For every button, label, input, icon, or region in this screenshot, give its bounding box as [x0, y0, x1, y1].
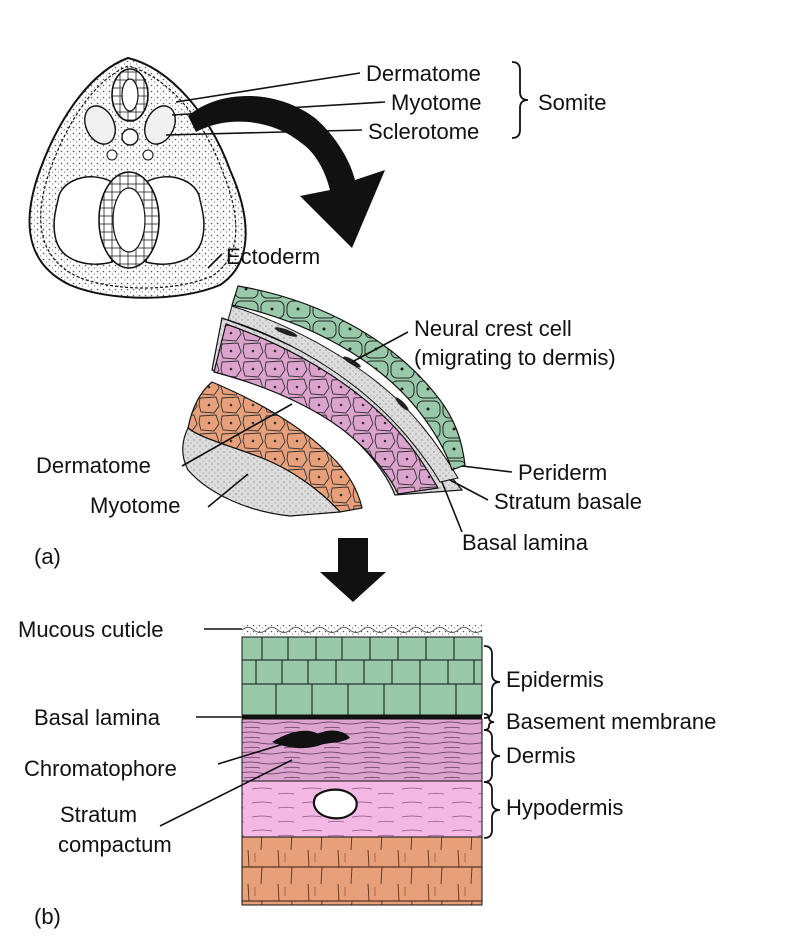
big-curved-arrow	[188, 96, 385, 248]
neural-crest-cell	[274, 327, 298, 337]
label-neural-crest-1: Neural crest cell	[414, 316, 572, 341]
somite-left	[84, 105, 116, 145]
label-dermatome-section: Dermatome	[36, 453, 151, 478]
stratum-basale-leader	[449, 479, 489, 501]
label-hypodermis: Hypodermis	[506, 795, 623, 820]
hypodermis-brace	[483, 781, 501, 839]
label-stratum-1: Stratum	[60, 802, 137, 827]
epidermis-cells	[242, 637, 482, 715]
down-arrow	[320, 538, 386, 602]
green-ectoderm-layer	[231, 285, 466, 471]
label-periderm: Periderm	[518, 460, 607, 485]
panel-b-letter: (b)	[34, 904, 61, 929]
mucous-cuticle	[242, 625, 482, 637]
somite-brace	[511, 61, 529, 139]
label-basement-membrane: Basement membrane	[506, 709, 716, 734]
developing-skin-section	[182, 285, 466, 517]
muscle-layer	[241, 836, 483, 906]
label-myotome-top: Myotome	[391, 90, 481, 115]
ectoderm-layer	[40, 65, 237, 289]
label-basal-lamina: Basal lamina	[34, 705, 161, 730]
stratum-compactum-leader	[159, 759, 293, 827]
label-stratum-basale: Stratum basale	[494, 489, 642, 514]
neural-crest-cell	[395, 397, 409, 411]
epidermis-brace	[483, 645, 501, 719]
blood-vessel	[312, 788, 358, 820]
neural-tube-lumen	[121, 78, 139, 112]
chromatophore-leader	[217, 741, 291, 765]
label-ectoderm: Ectoderm	[226, 244, 320, 269]
notochord	[121, 128, 139, 146]
epidermis-layer	[241, 636, 483, 716]
dermatome-leader	[175, 72, 361, 103]
dermis-layer	[241, 718, 483, 782]
label-stratum-2: compactum	[58, 832, 172, 857]
label-somite: Somite	[538, 90, 606, 115]
label-dermatome-top: Dermatome	[366, 61, 481, 86]
dorsal-aorta-right	[142, 149, 154, 161]
myotome-section-leader	[207, 473, 249, 508]
panel-a-letter: (a)	[34, 544, 61, 569]
hypodermis-layer	[241, 780, 483, 838]
dermis-brace	[483, 729, 501, 783]
mature-skin-block	[241, 625, 483, 906]
ectoderm-leader	[207, 253, 223, 269]
basement-brace	[483, 713, 495, 731]
coelom-cavity	[53, 176, 205, 265]
label-sclerotome: Sclerotome	[368, 119, 479, 144]
label-myotome-section: Myotome	[90, 493, 180, 518]
dermatome-section-leader	[181, 403, 293, 467]
dorsal-aorta-left	[106, 149, 118, 161]
label-basal-lamina-section: Basal lamina	[462, 530, 589, 555]
pink-layer	[213, 323, 439, 495]
neural-crest-leader	[351, 331, 409, 363]
label-mucous-cuticle: Mucous cuticle	[18, 617, 164, 642]
label-chromatophore: Chromatophore	[24, 756, 177, 781]
chromatophore	[272, 730, 350, 749]
basal-lamina-section-leader	[441, 481, 463, 533]
gut-lumen	[112, 187, 146, 253]
mucous-cuticle-edge	[241, 627, 483, 633]
label-dermis: Dermis	[506, 743, 576, 768]
label-neural-crest-2: (migrating to dermis)	[414, 345, 616, 370]
sclerotome-leader	[165, 129, 363, 136]
label-epidermis: Epidermis	[506, 667, 604, 692]
periderm-leader	[461, 465, 513, 473]
